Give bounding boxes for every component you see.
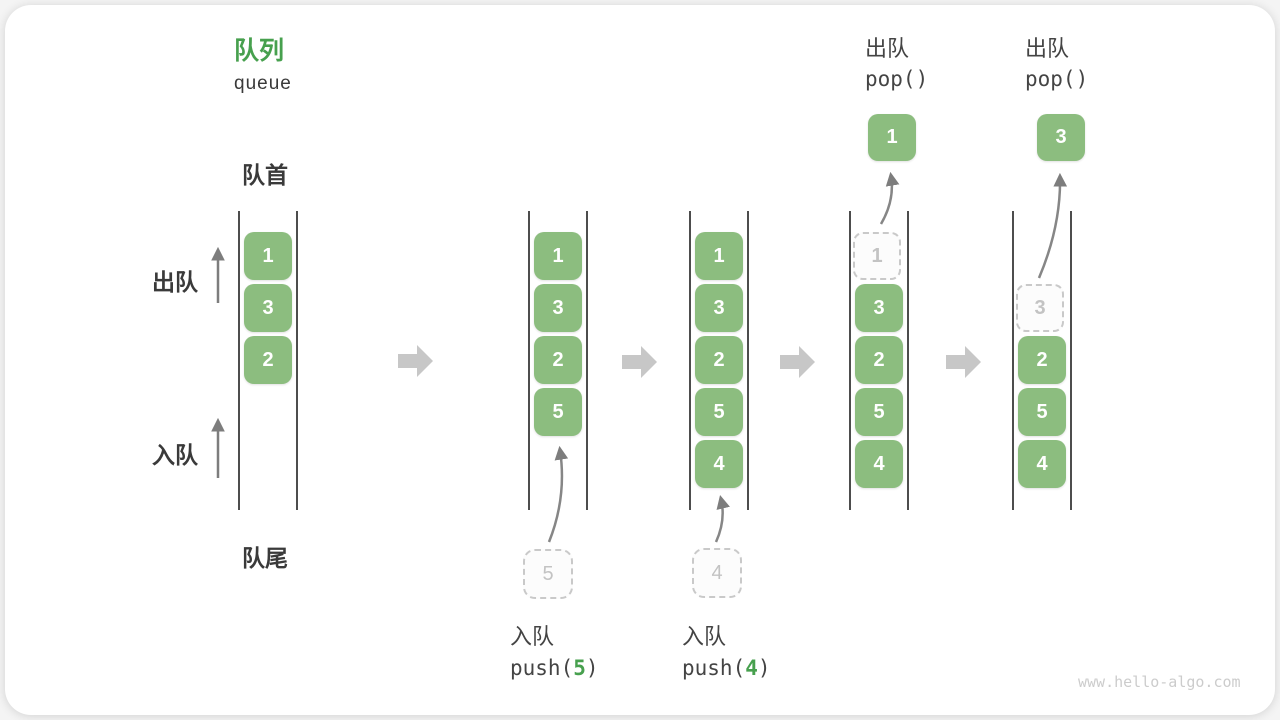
- push-label-zh: 入队: [682, 624, 727, 649]
- popped-value-box: 1: [868, 114, 916, 161]
- queue-element: 2: [855, 336, 903, 384]
- enqueue-side-label: 入队: [152, 442, 198, 468]
- transition-arrow-icon: [780, 346, 815, 378]
- queue-element: 2: [695, 336, 743, 384]
- queue-front-label: 队首: [242, 162, 288, 188]
- page-subtitle: queue: [234, 73, 292, 94]
- queue-element: 5: [695, 388, 743, 436]
- watermark: www.hello-algo.com: [1078, 673, 1241, 691]
- queue-element-removed: 1: [853, 232, 901, 280]
- queue-element: 3: [855, 284, 903, 332]
- queue-element: 5: [534, 388, 582, 436]
- staged-value-box: 4: [692, 548, 742, 598]
- queue-rear-label: 队尾: [242, 545, 288, 571]
- popped-value-box: 3: [1037, 114, 1085, 161]
- transition-arrow-icon: [398, 345, 433, 377]
- queue-element: 3: [244, 284, 292, 332]
- transition-arrow-icon: [946, 346, 981, 378]
- queue-state-1: 1 3 2: [238, 211, 298, 510]
- push-code: push(5): [510, 656, 599, 680]
- pop-code: pop(): [1025, 67, 1089, 91]
- queue-element: 5: [855, 388, 903, 436]
- queue-element: 1: [244, 232, 292, 280]
- queue-element: 2: [534, 336, 582, 384]
- queue-element: 4: [1018, 440, 1066, 488]
- queue-element-removed: 3: [1016, 284, 1064, 332]
- pop-label-zh: 出队: [1025, 36, 1070, 61]
- push-code: push(4): [682, 656, 771, 680]
- queue-element: 2: [244, 336, 292, 384]
- queue-element: 4: [855, 440, 903, 488]
- queue-element: 2: [1018, 336, 1066, 384]
- queue-element: 3: [534, 284, 582, 332]
- queue-element: 5: [1018, 388, 1066, 436]
- page-title: 队列: [234, 37, 285, 65]
- transition-arrow-icon: [622, 346, 657, 378]
- queue-state-5: 3 2 5 4: [1012, 211, 1072, 510]
- queue-state-4: 1 3 2 5 4: [849, 211, 909, 510]
- pop-label-zh: 出队: [865, 36, 910, 61]
- queue-element: 3: [695, 284, 743, 332]
- queue-state-2: 1 3 2 5: [528, 211, 588, 510]
- dequeue-side-label: 出队: [152, 269, 198, 295]
- queue-element: 1: [695, 232, 743, 280]
- queue-element: 4: [695, 440, 743, 488]
- queue-element: 1: [534, 232, 582, 280]
- queue-state-3: 1 3 2 5 4: [689, 211, 749, 510]
- staged-value-box: 5: [523, 549, 573, 599]
- push-label-zh: 入队: [510, 624, 555, 649]
- pop-code: pop(): [865, 67, 929, 91]
